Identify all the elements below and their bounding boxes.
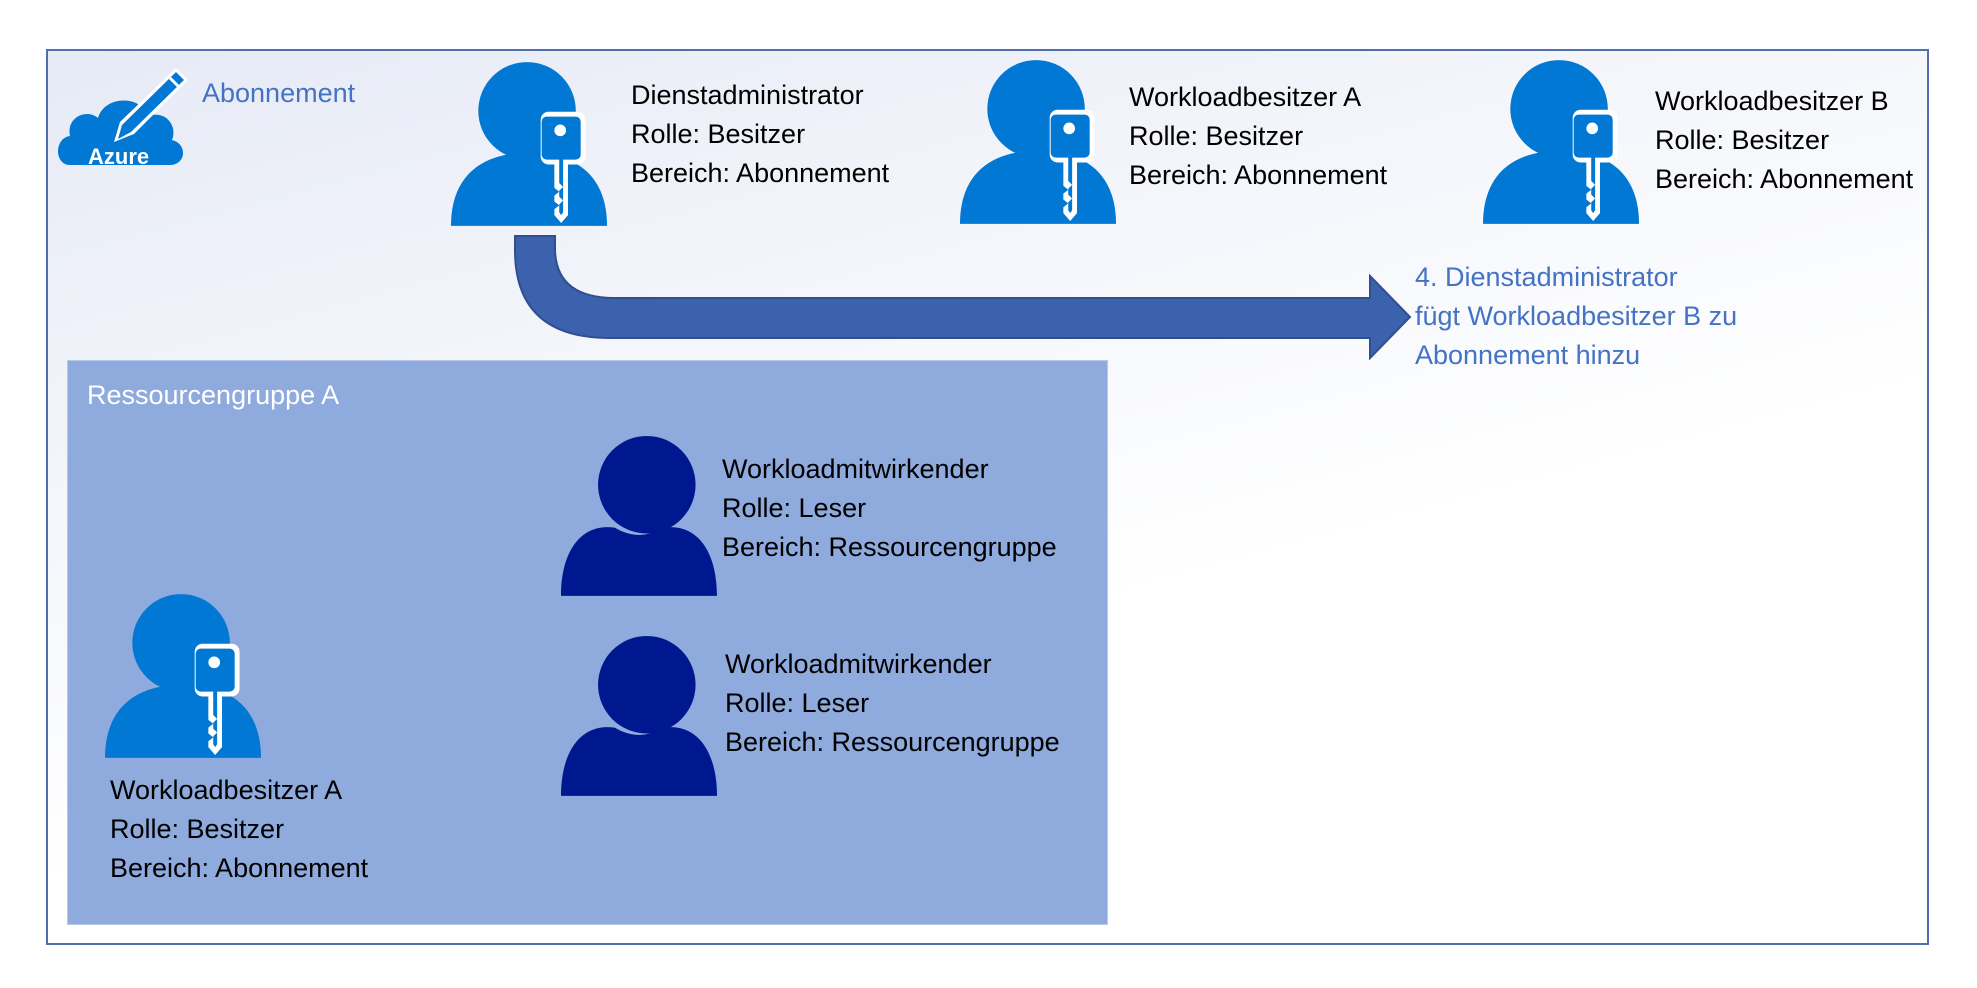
step-text: 4. Dienstadministrator fügt Workloadbesi… xyxy=(1415,258,1737,375)
workload-owner-b-text: Workloadbesitzer B Rolle: Besitzer Berei… xyxy=(1655,82,1913,199)
contributor-1-text: Workloadmitwirkender Rolle: Leser Bereic… xyxy=(722,450,1057,567)
service-admin-text: Dienstadministrator Rolle: Besitzer Bere… xyxy=(631,76,889,193)
rg-workload-owner-a-icon xyxy=(105,594,261,758)
contributor-1-name: Workloadmitwirkender xyxy=(722,454,989,484)
workload-owner-b-scope: Bereich: Abonnement xyxy=(1655,164,1914,194)
service-admin-name: Dienstadministrator xyxy=(631,80,864,110)
workload-owner-b-name: Workloadbesitzer B xyxy=(1655,86,1889,116)
workload-owner-a-name: Workloadbesitzer A xyxy=(1129,82,1362,112)
contributor-2-text: Workloadmitwirkender Rolle: Leser Bereic… xyxy=(725,645,1060,762)
contributor-2-role: Rolle: Leser xyxy=(725,688,870,718)
rg-workload-owner-a-name: Workloadbesitzer A xyxy=(110,775,343,805)
workload-owner-a-role: Rolle: Besitzer xyxy=(1129,121,1304,151)
rg-workload-owner-a-text: Workloadbesitzer A Rolle: Besitzer Berei… xyxy=(110,771,368,888)
contributor-2-scope: Bereich: Ressourcengruppe xyxy=(725,727,1060,757)
azure-logo-text: Azure xyxy=(88,144,149,169)
resource-group-label: Ressourcengruppe A xyxy=(87,380,340,410)
contributor-2-name: Workloadmitwirkender xyxy=(725,649,992,679)
workload-owner-a-text: Workloadbesitzer A Rolle: Besitzer Berei… xyxy=(1129,78,1387,195)
rg-workload-owner-a-role: Rolle: Besitzer xyxy=(110,814,285,844)
azure-subscription-icon: Azure xyxy=(58,68,188,169)
service-admin-role: Rolle: Besitzer xyxy=(631,119,806,149)
workload-owner-b-role: Rolle: Besitzer xyxy=(1655,125,1830,155)
contributor-1-scope: Bereich: Ressourcengruppe xyxy=(722,532,1057,562)
service-admin-scope: Bereich: Abonnement xyxy=(631,158,890,188)
contributor-1-role: Rolle: Leser xyxy=(722,493,867,523)
resource-group-box xyxy=(67,360,1108,925)
subscription-label: Abonnement xyxy=(202,78,356,108)
step-line-3: Abonnement hinzu xyxy=(1415,340,1641,370)
contributor-2-icon xyxy=(561,635,717,796)
step-line-2: fügt Workloadbesitzer B zu xyxy=(1415,301,1738,331)
step-line-1: 4. Dienstadministrator xyxy=(1415,262,1678,292)
workload-owner-a-scope: Bereich: Abonnement xyxy=(1129,160,1388,190)
contributor-1-icon xyxy=(561,435,717,596)
rg-workload-owner-a-scope: Bereich: Abonnement xyxy=(110,853,369,883)
